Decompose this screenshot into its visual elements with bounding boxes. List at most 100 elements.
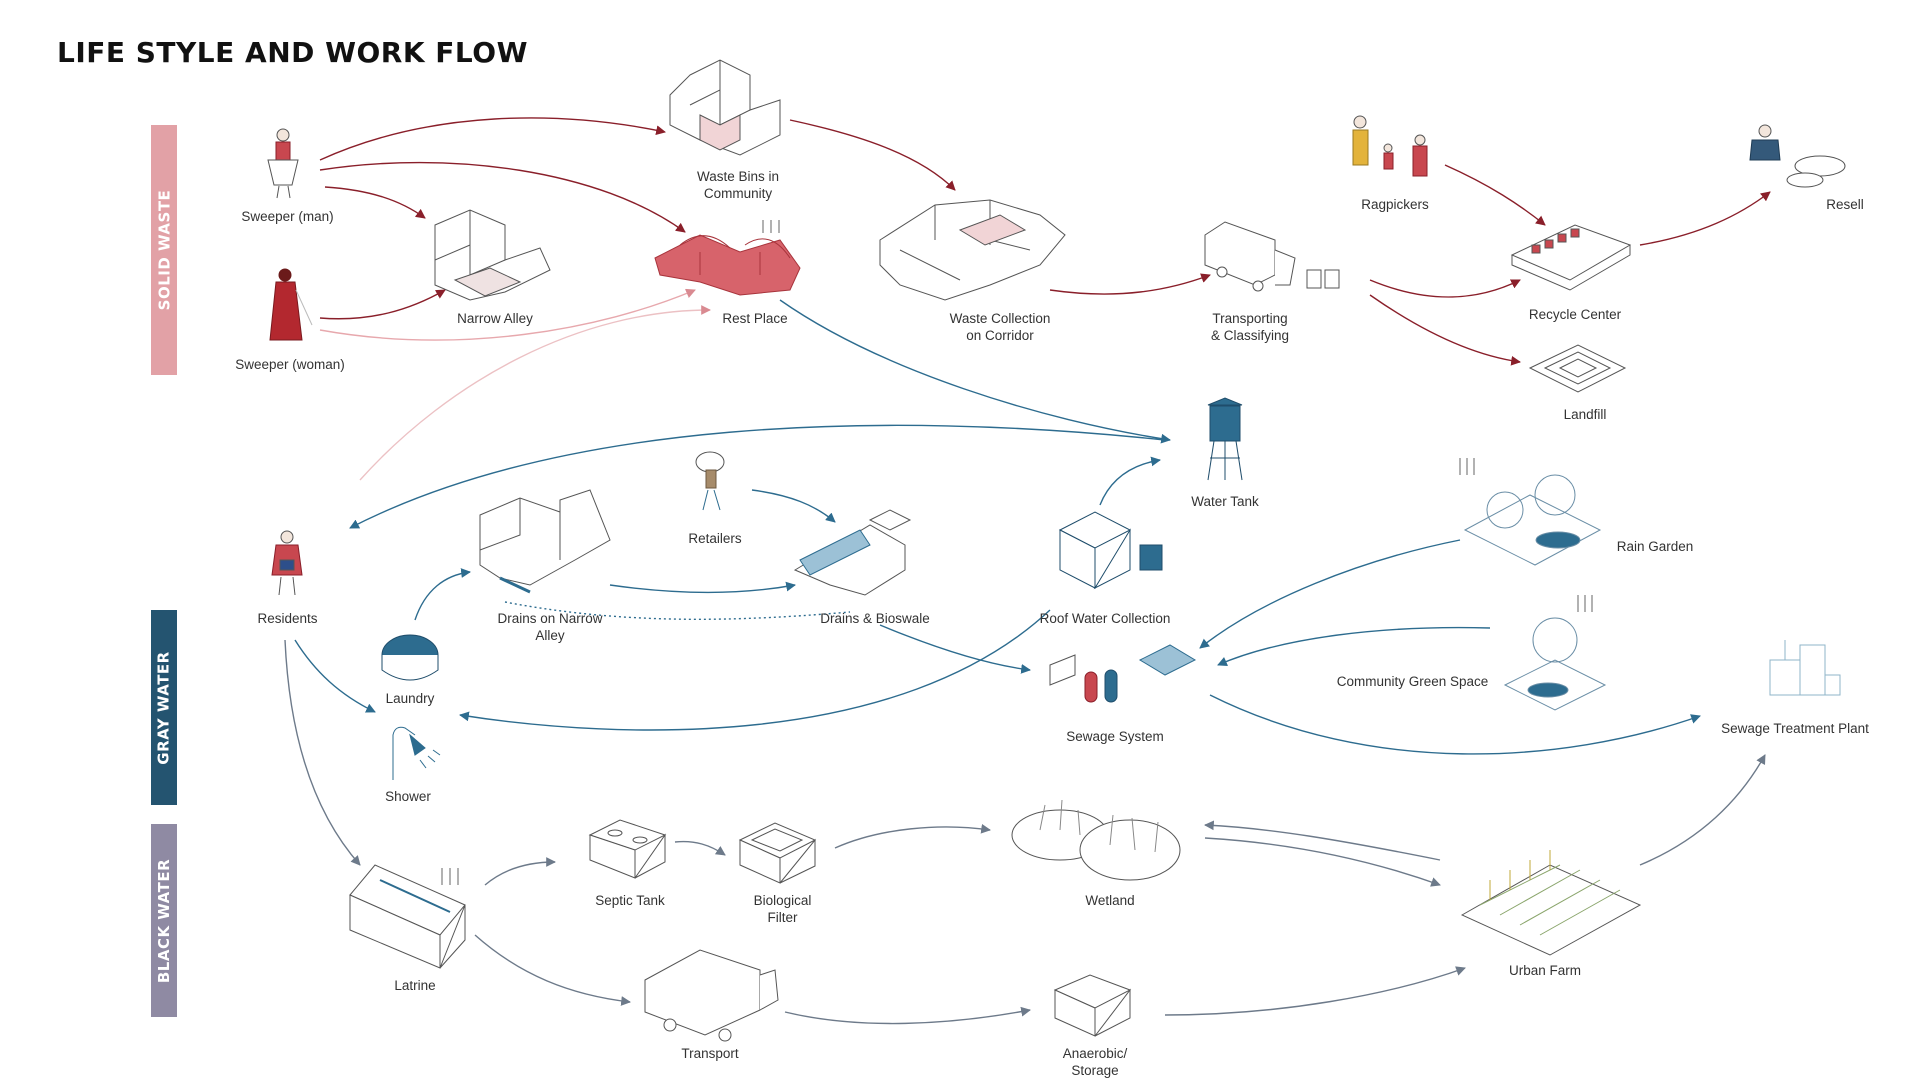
label-water-tank: Water Tank [1191,494,1259,509]
anaerobic-storage-icon [1053,974,1132,1037]
label-community-green: Community Green Space [1336,674,1489,689]
label-urban-farm: Urban Farm [1508,963,1581,978]
ragpickers-icon [1352,115,1428,177]
transport-truck-icon [644,949,779,1042]
narrow-alley-icon [434,209,551,301]
arrow-septic-to-filter [674,840,726,856]
band-black-water [151,824,177,1017]
sewage-plant-icon [1769,640,1841,696]
label-retailers: Retailers [688,531,742,546]
water-tank-icon [1207,397,1243,481]
sweeper-man-icon [267,128,299,199]
arrow-bioswale-to-sewage [879,624,1031,674]
arrow-latrine-to-septic [484,857,556,886]
label-drains-alley: Drains on Narrow Alley [497,611,603,643]
shower-icon [392,726,441,780]
arrow-transport-to-storage [784,1006,1031,1025]
arrow-latrine-to-transport [474,934,631,1006]
waste-bins-icon [669,59,781,156]
arrow-transport-to-landfill [1369,294,1521,366]
arrow-sweeper-to-rest [319,161,686,233]
arrow-sewage-to-laundry [459,609,1051,731]
label-shower: Shower [385,789,431,804]
arrow-sewage-to-plant [1209,694,1701,755]
band-solid-waste-label: SOLID WASTE [155,189,174,311]
label-landfill: Landfill [1563,407,1607,422]
label-waste-bins: Waste Bins in Community [696,169,780,201]
arrow-drains-to-bioswale [609,581,796,594]
septic-tank-icon [588,819,667,879]
arrow-raingarden-to-sewage [1199,539,1461,649]
arrow-retailers-to-bioswale [751,489,836,523]
roof-water-icon [1058,511,1163,590]
resell-icon [1749,124,1846,188]
rain-icon [441,220,1593,885]
arrow-watertank-to-residents [349,424,1166,529]
label-resell: Resell [1826,197,1864,212]
label-drains-bioswale: Drains & Bioswale [820,611,930,626]
label-sweeper-man: Sweeper (man) [241,209,334,224]
page-title: LIFE STYLE AND WORK FLOW [57,36,528,69]
label-roof-water: Roof Water Collection [1039,611,1171,626]
label-ragpickers: Ragpickers [1361,197,1429,212]
sweeper-woman-icon [269,268,313,341]
band-gray-water [151,610,177,805]
arrow-bins-to-collection [789,119,956,191]
latrine-icon [349,864,466,969]
label-recycle-center: Recycle Center [1528,307,1622,322]
rest-place-icon [654,234,801,296]
residents-icon [271,530,303,596]
community-green-icon [1503,617,1607,711]
arrow-laundry-to-drains [414,568,471,621]
arrow-rest-to-watertank [779,299,1171,444]
drains-alley-icon [479,489,611,594]
label-rest-place: Rest Place [722,311,788,326]
arrow-woman-to-alley [319,289,446,320]
label-residents: Residents [257,611,318,626]
drains-bioswale-icon [793,509,912,596]
label-wetland: Wetland [1085,893,1135,908]
label-sweeper-woman: Sweeper (woman) [235,357,345,372]
band-gray-water-label: GRAY WATER [155,650,173,765]
band-black-water-label: BLACK WATER [155,858,173,983]
label-bio-filter: Biological Filter [753,893,812,925]
label-sewage-plant: Sewage Treatment Plant [1721,721,1869,736]
sewage-system-icon [1049,644,1197,703]
arrow-wetland-to-farm [1204,837,1441,887]
arrow-storage-to-farm [1164,966,1466,1016]
arrow-sweeper-to-alley [324,186,426,219]
arrow-farm-to-plant [1639,754,1766,866]
arrow-roof-to-watertank [1099,456,1161,506]
label-narrow-alley: Narrow Alley [457,311,533,326]
label-laundry: Laundry [385,691,435,706]
arrow-filter-to-wetland [834,823,991,849]
label-sewage-system: Sewage System [1066,729,1164,744]
arrow-recycle-to-resell [1639,191,1771,246]
band-solid-waste [151,125,177,375]
landfill-icon [1528,344,1627,393]
wetland-icon [1011,799,1181,881]
bio-filter-icon [738,822,817,884]
label-transport: Transport [681,1046,739,1061]
arrow-residents-to-shower [294,639,376,713]
arrow-farm-to-wetland [1204,820,1441,861]
arrow-green-to-sewage [1217,626,1491,666]
arrow-transport-to-recycle [1369,279,1521,298]
arrow-residents-to-latrine [284,639,361,866]
arrow-sweeper-to-bins [319,117,666,161]
arrow-collection-to-transport [1049,273,1211,295]
waste-collection-icon [879,199,1066,301]
laundry-icon [381,634,439,681]
rain-garden-icon [1463,474,1602,566]
truck-classifying-icon [1204,221,1340,292]
label-septic-tank: Septic Tank [595,893,665,908]
flow-arrows [284,117,1771,1025]
label-anaerobic: Anaerobic/ Storage [1062,1046,1128,1078]
arrow-woman-to-rest [319,288,696,341]
arrow-residents-to-rest [359,305,711,481]
label-transporting: Transporting & Classifying [1210,311,1290,343]
illustrations [267,59,1846,1042]
label-waste-collection: Waste Collection on Corridor [949,311,1051,343]
label-latrine: Latrine [394,978,436,993]
